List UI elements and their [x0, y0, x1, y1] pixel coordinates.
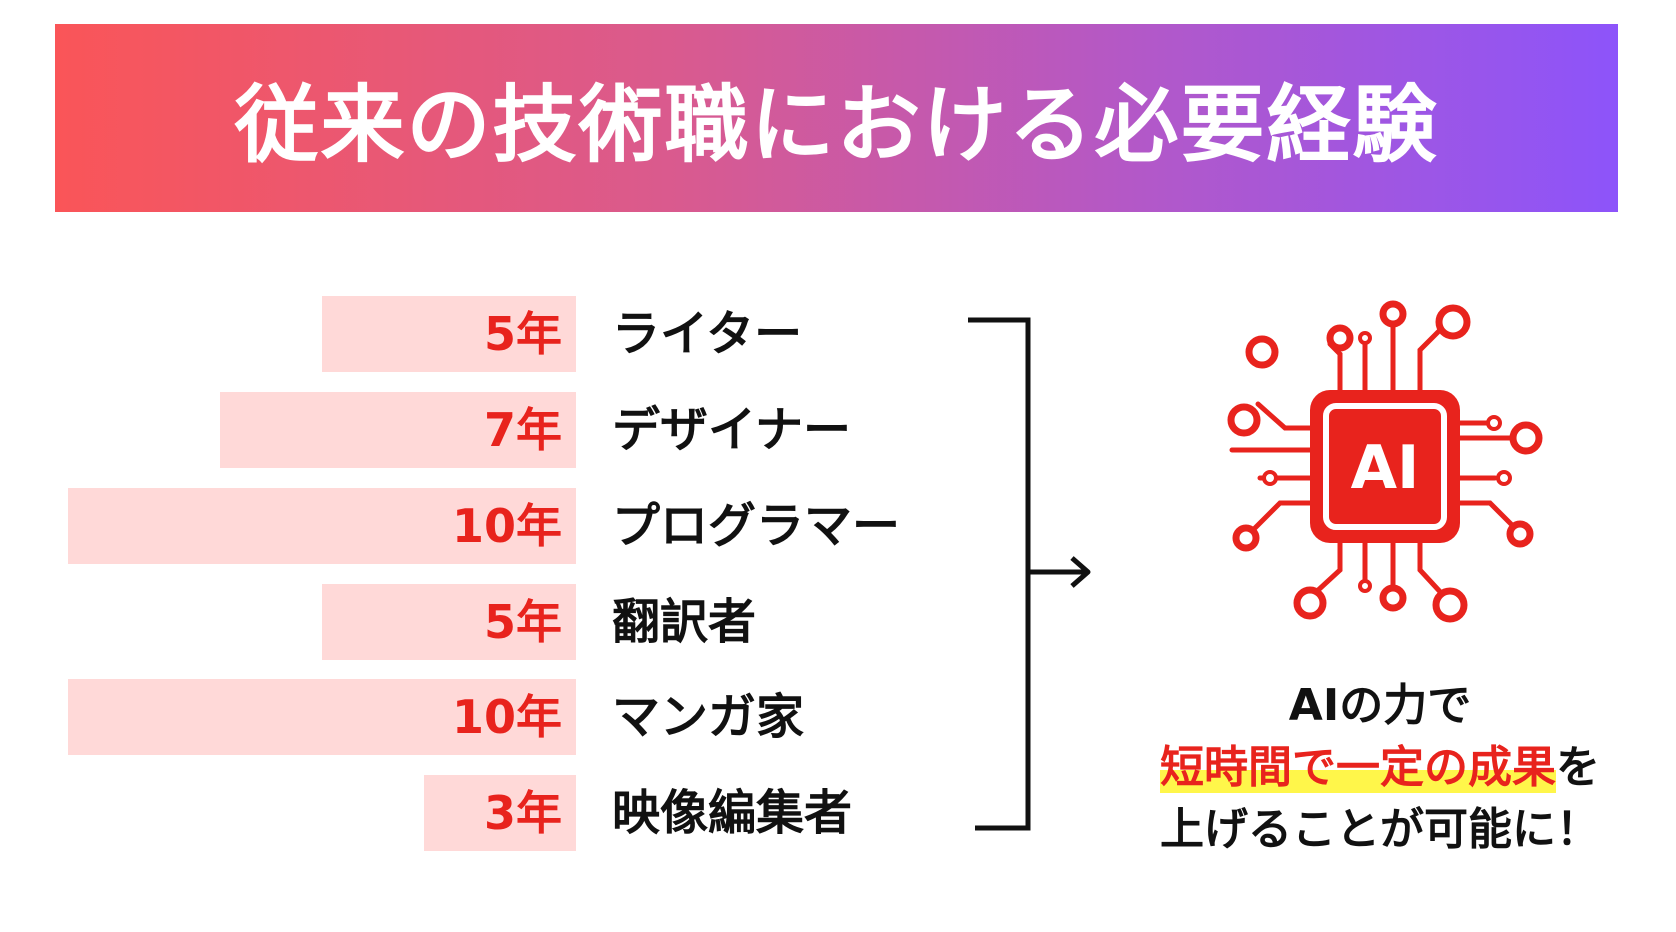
experience-years: 5年	[483, 307, 562, 361]
experience-years: 3年	[483, 786, 562, 840]
experience-bar	[424, 775, 576, 851]
experience-years: 10年	[451, 690, 562, 744]
caption-highlight: 短時間で一定の成果	[1160, 742, 1556, 793]
job-row: 10年プログラマー	[0, 488, 960, 564]
job-title: ライター	[612, 306, 803, 362]
caption-line-2: 短時間で一定の成果を	[1110, 737, 1650, 799]
job-title: 映像編集者	[612, 785, 853, 841]
job-title: 翻訳者	[612, 594, 757, 650]
bracket-line	[968, 317, 1031, 831]
caption-line-3: 上げることが可能に！	[1160, 804, 1600, 855]
job-row: 10年マンガ家	[0, 679, 960, 755]
experience-bar	[220, 392, 576, 468]
job-row: 3年映像編集者	[0, 775, 960, 851]
circuit-lines-icon	[1229, 315, 1519, 599]
experience-years: 7年	[483, 403, 562, 457]
circuit-nodes-icon	[1227, 300, 1543, 623]
arrow-head	[1070, 556, 1091, 588]
chip-body	[1310, 390, 1460, 543]
page-title: 従来の技術職における必要経験	[234, 75, 1439, 174]
experience-bar	[322, 296, 576, 372]
ai-caption: AIの力で 短時間で一定の成果を 上げることが可能に！	[1110, 675, 1650, 861]
caption-line-2-rest: を	[1556, 742, 1600, 793]
job-title: デザイナー	[612, 402, 852, 458]
job-title: プログラマー	[612, 498, 901, 554]
experience-years: 10年	[451, 499, 562, 553]
title-banner: 従来の技術職における必要経験	[55, 24, 1618, 212]
chip-inner-border	[1323, 403, 1447, 530]
job-row: 5年ライター	[0, 296, 960, 372]
job-row: 7年デザイナー	[0, 392, 960, 468]
ai-chip-icon: AI	[1210, 298, 1560, 638]
job-title: マンガ家	[612, 689, 805, 745]
chip-label: AI	[1351, 433, 1420, 503]
experience-bar	[68, 679, 576, 755]
experience-bar	[322, 584, 576, 660]
experience-bar	[68, 488, 576, 564]
caption-line-1: AIの力で	[1288, 680, 1472, 731]
experience-years: 5年	[483, 595, 562, 649]
job-row: 5年翻訳者	[0, 584, 960, 660]
